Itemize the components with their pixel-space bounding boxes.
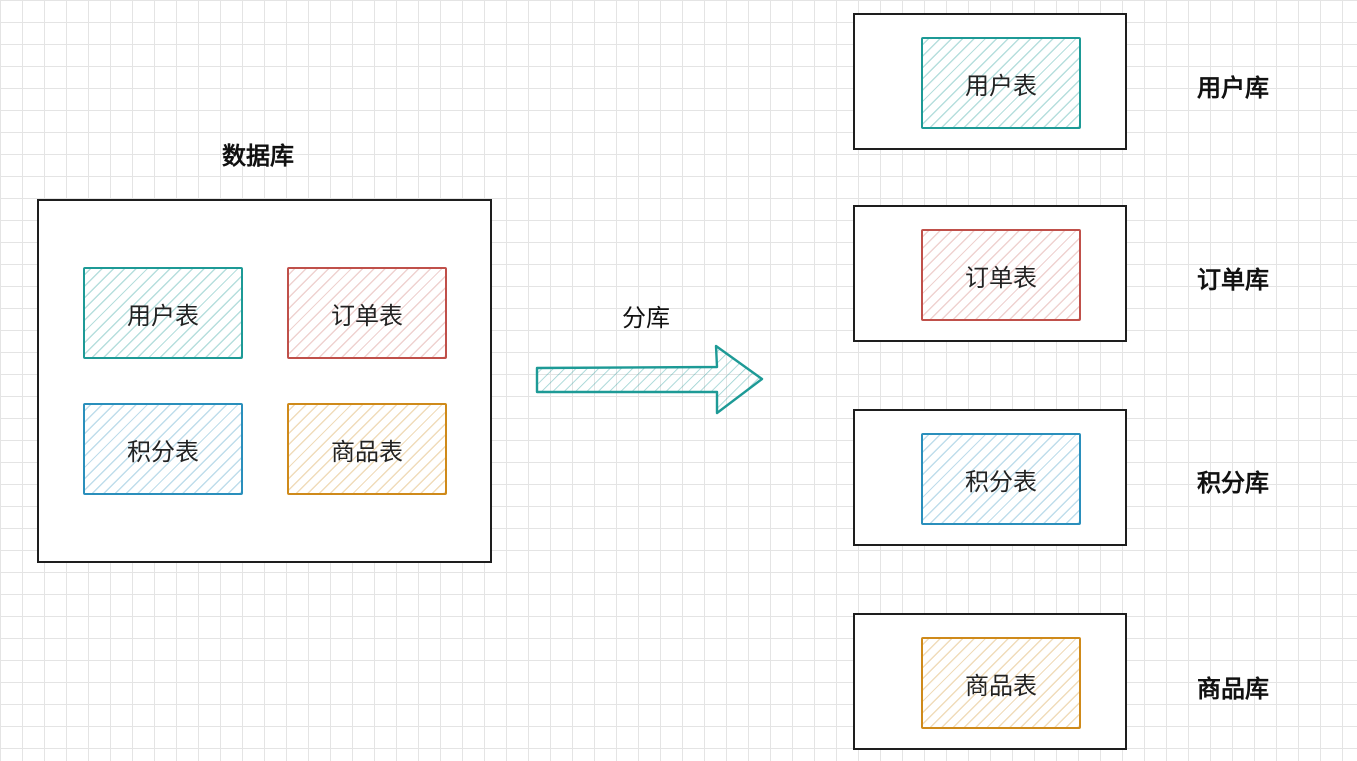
target-db-product: 商品表 (853, 613, 1127, 750)
target-table-order-label: 订单表 (965, 263, 1037, 292)
source-db-title: 数据库 (222, 142, 294, 170)
target-table-user: 用户表 (921, 37, 1081, 129)
target-db-user: 用户表 (853, 13, 1127, 150)
arrow-label: 分库 (622, 304, 670, 332)
source-table-user-label: 用户表 (127, 301, 199, 330)
target-table-points: 积分表 (921, 433, 1081, 525)
target-db-order: 订单表 (853, 205, 1127, 342)
target-db-points-label: 积分库 (1197, 469, 1269, 497)
source-table-order-label: 订单表 (331, 301, 403, 330)
source-table-product-label: 商品表 (331, 437, 403, 466)
target-table-user-label: 用户表 (965, 71, 1037, 100)
target-table-order: 订单表 (921, 229, 1081, 321)
source-db-frame: 用户表 订单表 积分表 商品表 (37, 199, 492, 563)
target-db-user-label: 用户库 (1197, 74, 1269, 102)
arrow-right-icon (535, 344, 764, 415)
source-table-points: 积分表 (83, 403, 243, 495)
target-db-product-label: 商品库 (1197, 675, 1269, 703)
source-table-user: 用户表 (83, 267, 243, 359)
source-table-order: 订单表 (287, 267, 447, 359)
target-table-product-label: 商品表 (965, 671, 1037, 700)
target-db-points: 积分表 (853, 409, 1127, 546)
source-table-points-label: 积分表 (127, 437, 199, 466)
target-db-order-label: 订单库 (1197, 266, 1269, 294)
target-table-product: 商品表 (921, 637, 1081, 729)
source-table-product: 商品表 (287, 403, 447, 495)
target-table-points-label: 积分表 (965, 467, 1037, 496)
